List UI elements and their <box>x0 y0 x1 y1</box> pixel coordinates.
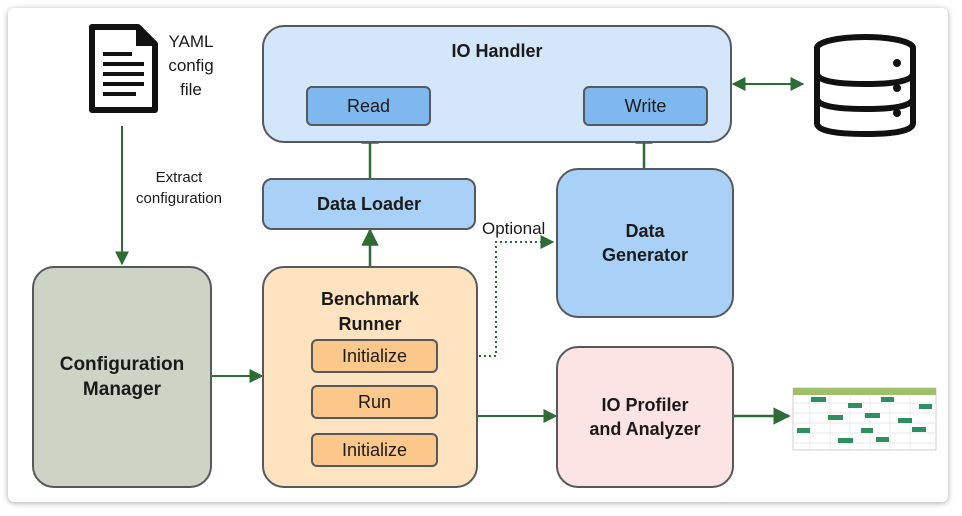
data-generator-box: Data Generator <box>556 168 734 318</box>
database-icon <box>814 34 916 138</box>
optional-label: Optional <box>482 219 546 238</box>
configuration-manager-box: Configuration Manager <box>32 266 212 488</box>
read-box: Read <box>306 86 431 126</box>
extract-label: Extract configuration <box>136 169 222 207</box>
runner-step-run: Run <box>311 385 438 419</box>
io-profiler-box: IO Profiler and Analyzer <box>556 346 734 488</box>
document-icon <box>89 24 158 113</box>
runner-step-initialize: Initialize <box>311 339 438 373</box>
io-handler-title: IO Handler <box>451 41 543 61</box>
benchmark-runner-title: Benchmark Runner <box>320 289 420 334</box>
yaml-label: YAML config file <box>168 32 214 99</box>
data-loader-box: Data Loader <box>262 178 476 230</box>
write-box: Write <box>583 86 708 126</box>
trace-table-icon <box>792 387 937 451</box>
runner-step-initialize-2: Initialize <box>311 433 438 467</box>
